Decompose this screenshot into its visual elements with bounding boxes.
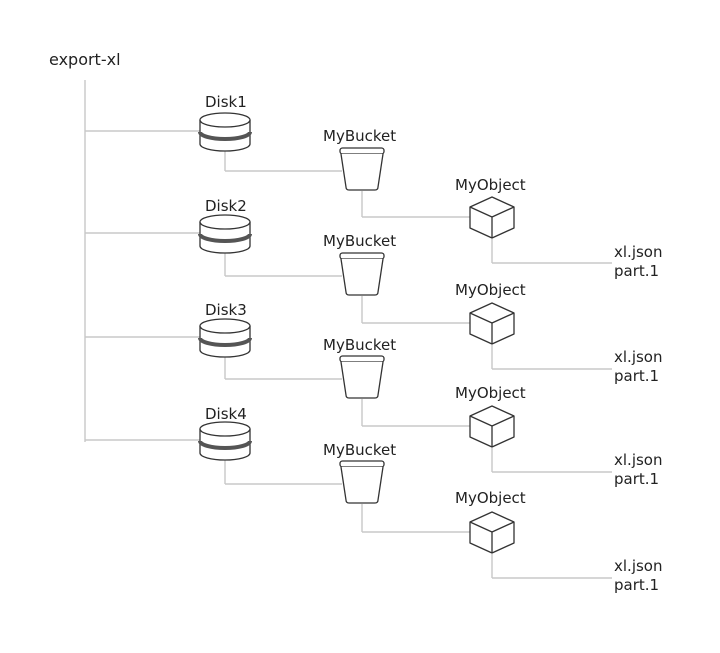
cube-icon (469, 302, 515, 345)
cube-icon (469, 196, 515, 239)
bucket-label: MyBucket (323, 336, 397, 354)
disk-icon (198, 214, 252, 254)
bucket-icon (339, 460, 385, 504)
disk-icon (198, 112, 252, 152)
disk-icon (198, 421, 252, 461)
file-label-part: part.1 (614, 262, 660, 280)
file-label-xl-json: xl.json (614, 348, 663, 366)
object-label: MyObject (455, 176, 526, 194)
cube-icon (469, 405, 515, 448)
file-label-part: part.1 (614, 367, 660, 385)
file-label-part: part.1 (614, 470, 660, 488)
disk-label: Disk3 (205, 301, 247, 319)
bucket-label: MyBucket (323, 441, 397, 459)
disk-icon (198, 318, 252, 358)
file-label-part: part.1 (614, 576, 660, 594)
bucket-icon (339, 147, 385, 191)
object-label: MyObject (455, 489, 526, 507)
cube-icon (469, 511, 515, 554)
bucket-icon (339, 252, 385, 296)
file-label-xl-json: xl.json (614, 451, 663, 469)
file-label-xl-json: xl.json (614, 557, 663, 575)
disk-label: Disk1 (205, 93, 247, 111)
disk-label: Disk4 (205, 405, 247, 423)
disk-label: Disk2 (205, 197, 247, 215)
bucket-label: MyBucket (323, 127, 397, 145)
bucket-icon (339, 355, 385, 399)
bucket-label: MyBucket (323, 232, 397, 250)
file-label-xl-json: xl.json (614, 243, 663, 261)
object-label: MyObject (455, 384, 526, 402)
object-label: MyObject (455, 281, 526, 299)
root-label: export-xl (49, 50, 121, 69)
